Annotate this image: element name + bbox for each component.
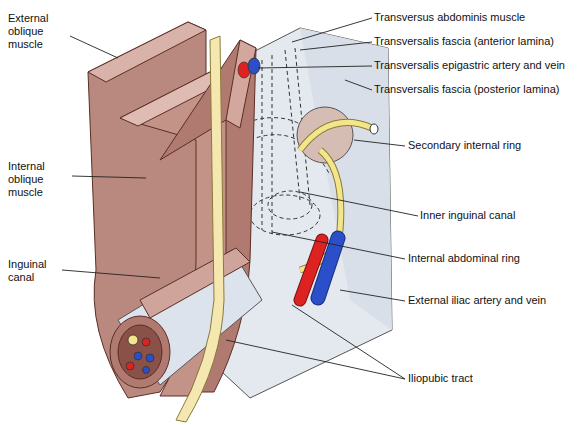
part-label: Inguinal canal (8, 258, 64, 284)
part-label: Transversalis fascia (posterior lamina) (374, 83, 574, 96)
vas-end (370, 124, 378, 134)
spermatic-cord (110, 316, 170, 388)
part-label: Iliopubic tract (408, 372, 576, 385)
muscle-cut-face (226, 40, 256, 128)
vas-tube (300, 122, 372, 150)
part-label: Transversalis fascia (anterior lamina) (374, 35, 574, 48)
cord-inner (118, 325, 162, 379)
iliac-vein (318, 238, 338, 298)
vein (143, 367, 150, 374)
part-label: External iliac artery and vein (408, 294, 576, 307)
artery (142, 338, 150, 346)
vein (146, 354, 154, 362)
iliac-vein (318, 238, 338, 298)
part-label: Inner inguinal canal (420, 209, 576, 222)
part-label: Internal oblique muscle (8, 160, 74, 199)
part-label: Transversus abdominis muscle (374, 11, 574, 24)
vas-tube (300, 122, 372, 150)
epigastric-vein (248, 58, 260, 74)
vein (134, 352, 142, 360)
iliopubic-tract (176, 36, 224, 422)
artery (126, 362, 134, 370)
vas-deferens (128, 335, 138, 345)
part-label: Internal abdominal ring (408, 252, 576, 265)
canal-roof (140, 248, 250, 318)
part-label: Transversalis epigastric artery and vein (374, 59, 574, 72)
part-label: Secondary internal ring (408, 139, 576, 152)
part-label: External oblique muscle (8, 12, 72, 51)
fascia-shade (300, 28, 392, 330)
leader-lines (62, 18, 418, 379)
